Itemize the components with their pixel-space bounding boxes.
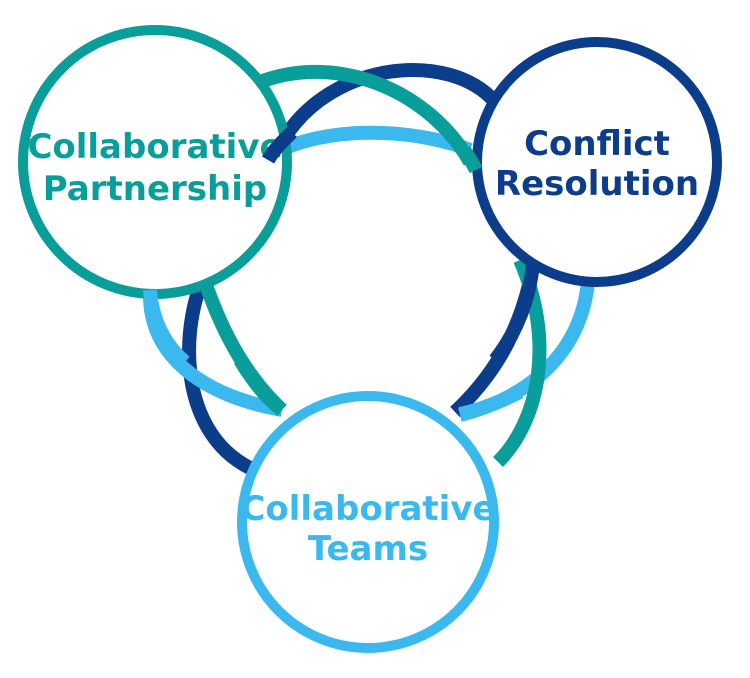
teams-label-line2: Teams — [308, 529, 428, 569]
teal-weave-right — [458, 146, 483, 174]
node-collaborative-teams: Collaborative Teams — [237, 391, 499, 653]
resolution-label-line2: Resolution — [495, 164, 699, 204]
node-conflict-resolution: Conflict Resolution — [472, 37, 722, 287]
partnership-label-line2: Partnership — [43, 169, 267, 209]
teal-weave-bottom — [233, 356, 287, 416]
resolution-label-line1: Conflict — [524, 124, 670, 164]
sky-weave-bottom-right — [458, 385, 524, 421]
teams-circle — [237, 391, 499, 653]
partnership-label-line1: Collaborative — [27, 127, 282, 167]
navy-weave-right — [489, 261, 540, 365]
node-collaborative-partnership: Collaborative Partnership — [18, 25, 292, 299]
navy-weave-top — [261, 127, 297, 164]
sky-weave-left — [143, 289, 190, 368]
weave-overlaps — [143, 127, 540, 421]
teams-label-line1: Collaborative — [240, 489, 495, 529]
